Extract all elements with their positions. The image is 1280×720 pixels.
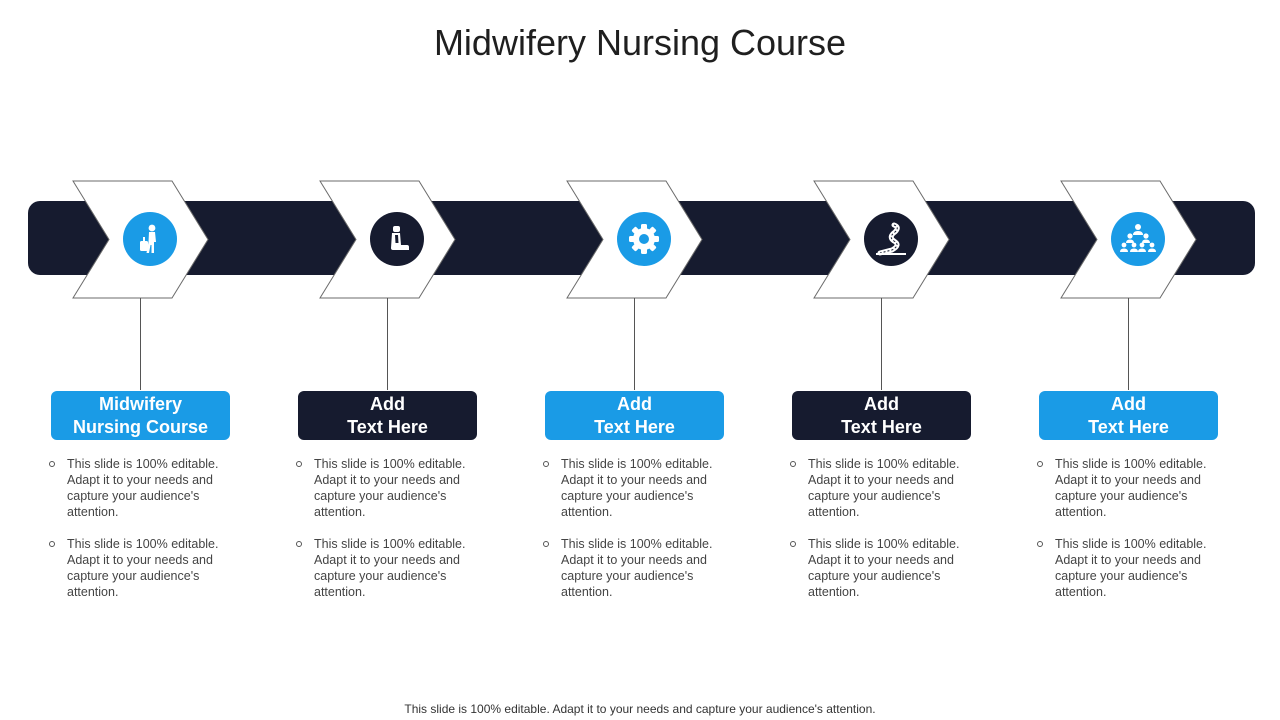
footer-note: This slide is 100% editable. Adapt it to…	[404, 702, 876, 716]
bullet-circle-icon	[543, 461, 549, 467]
step-1-label: Midwifery Nursing Course	[72, 393, 209, 437]
bullet-circle-icon	[49, 461, 55, 467]
step-3-icon-circle	[617, 212, 671, 266]
bullet-circle-icon	[1037, 541, 1043, 547]
step-2-connector	[387, 298, 388, 390]
bullet-text: This slide is 100% editable. Adapt it to…	[67, 457, 219, 519]
step-4-icon-circle	[864, 212, 918, 266]
step-2-label: Add Text Here	[347, 393, 428, 437]
gear-icon	[625, 220, 663, 258]
bullet-text: This slide is 100% editable. Adapt it to…	[314, 457, 466, 519]
bullet-text: This slide is 100% editable. Adapt it to…	[561, 457, 713, 519]
step-5-connector	[1128, 298, 1129, 390]
bullet-text: This slide is 100% editable. Adapt it to…	[67, 537, 219, 599]
bullet-item: This slide is 100% editable. Adapt it to…	[1035, 536, 1225, 600]
bullet-circle-icon	[1037, 461, 1043, 467]
winding-road-icon	[872, 220, 910, 258]
step-4-label-box: Add Text Here	[792, 391, 971, 440]
bullet-item: This slide is 100% editable. Adapt it to…	[541, 456, 731, 520]
step-5-icon-circle	[1111, 212, 1165, 266]
step-2-label-box: Add Text Here	[298, 391, 477, 440]
step-3-label: Add Text Here	[594, 393, 675, 437]
step-2-bullet-list: This slide is 100% editable. Adapt it to…	[294, 456, 484, 616]
bullet-text: This slide is 100% editable. Adapt it to…	[1055, 457, 1207, 519]
step-3-label-box: Add Text Here	[545, 391, 724, 440]
bullet-circle-icon	[296, 541, 302, 547]
bullet-item: This slide is 100% editable. Adapt it to…	[1035, 456, 1225, 520]
car-seat-icon	[379, 221, 415, 257]
team-hierarchy-icon	[1118, 219, 1158, 259]
step-3-connector	[634, 298, 635, 390]
step-5-bullet-list: This slide is 100% editable. Adapt it to…	[1035, 456, 1225, 616]
bullet-item: This slide is 100% editable. Adapt it to…	[47, 536, 237, 600]
step-4-bullet-list: This slide is 100% editable. Adapt it to…	[788, 456, 978, 616]
step-3-bullet-list: This slide is 100% editable. Adapt it to…	[541, 456, 731, 616]
step-1-bullet-list: This slide is 100% editable. Adapt it to…	[47, 456, 237, 616]
step-5-label-box: Add Text Here	[1039, 391, 1218, 440]
slide-title: Midwifery Nursing Course	[433, 22, 847, 63]
bullet-circle-icon	[790, 461, 796, 467]
traveler-luggage-icon	[132, 221, 168, 257]
bullet-text: This slide is 100% editable. Adapt it to…	[314, 537, 466, 599]
step-4-label: Add Text Here	[841, 393, 922, 437]
bullet-text: This slide is 100% editable. Adapt it to…	[808, 537, 960, 599]
bullet-text: This slide is 100% editable. Adapt it to…	[808, 457, 960, 519]
bullet-item: This slide is 100% editable. Adapt it to…	[294, 456, 484, 520]
step-1-label-box: Midwifery Nursing Course	[51, 391, 230, 440]
bullet-item: This slide is 100% editable. Adapt it to…	[541, 536, 731, 600]
step-1-icon-circle	[123, 212, 177, 266]
step-2-icon-circle	[370, 212, 424, 266]
bullet-item: This slide is 100% editable. Adapt it to…	[788, 536, 978, 600]
bullet-item: This slide is 100% editable. Adapt it to…	[47, 456, 237, 520]
step-5-label: Add Text Here	[1088, 393, 1169, 437]
bullet-circle-icon	[543, 541, 549, 547]
bullet-text: This slide is 100% editable. Adapt it to…	[1055, 537, 1207, 599]
step-4-connector	[881, 298, 882, 390]
bullet-item: This slide is 100% editable. Adapt it to…	[294, 536, 484, 600]
bullet-item: This slide is 100% editable. Adapt it to…	[788, 456, 978, 520]
bullet-circle-icon	[49, 541, 55, 547]
bullet-text: This slide is 100% editable. Adapt it to…	[561, 537, 713, 599]
bullet-circle-icon	[790, 541, 796, 547]
step-1-connector	[140, 298, 141, 390]
bullet-circle-icon	[296, 461, 302, 467]
